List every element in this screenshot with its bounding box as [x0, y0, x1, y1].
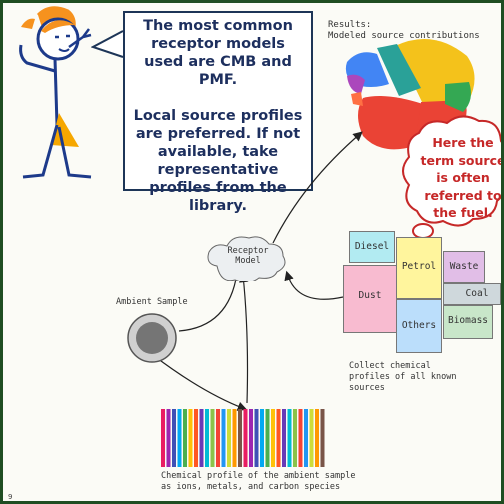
- barcode-stripe: [205, 409, 209, 467]
- speech-text-models: The most common receptor models used are…: [143, 18, 293, 88]
- barcode-stripe: [254, 409, 259, 467]
- source-dust: Dust: [343, 265, 397, 333]
- ambient-sample-filter: [127, 313, 177, 363]
- barcode-stripe: [282, 409, 286, 467]
- barcode-stripe: [265, 409, 270, 467]
- barcode-stripe: [238, 409, 242, 467]
- pie-slice-purple: [347, 74, 365, 94]
- arrow-sample-to-model: [178, 270, 241, 332]
- source-biomass-label: Biomass: [447, 315, 489, 326]
- pie-slice-teal: [377, 44, 421, 96]
- barcode-stripe: [271, 409, 275, 467]
- barcode-stripe: [161, 409, 165, 467]
- flow-arrows: [152, 131, 363, 411]
- arrow-sources-to-model: [284, 270, 344, 300]
- barcode-stripe: [260, 409, 264, 467]
- barcode-stripe: [243, 409, 248, 467]
- barcode-stripe: [293, 409, 297, 467]
- barcode-stripe: [227, 409, 231, 467]
- arrow-profile-to-model: [238, 272, 249, 404]
- arrow-sample-to-profile: [152, 354, 248, 411]
- source-petrol-label: Petrol: [401, 261, 437, 272]
- barcode-stripe: [249, 409, 253, 467]
- speech-pointer: [91, 30, 124, 58]
- barcode-stripe: [315, 409, 319, 467]
- barcode-stripe: [216, 409, 220, 467]
- barcode-stripe: [188, 409, 193, 467]
- barcode-stripe: [221, 409, 226, 467]
- speech-text-profiles: Local source profiles are preferred. If …: [133, 108, 303, 214]
- callout-cloud-shape: [402, 115, 501, 248]
- chemical-profile-barcode: [161, 409, 325, 467]
- results-heading: Results: Modeled source contributions: [328, 20, 480, 42]
- source-coal-label: Coal: [465, 288, 489, 299]
- barcode-stripe: [172, 409, 176, 467]
- barcode-stripe: [177, 409, 182, 467]
- barcode-stripe: [320, 409, 325, 467]
- source-others-label: Others: [401, 320, 437, 331]
- source-others: Others: [396, 299, 442, 353]
- source-coal: Coal: [443, 283, 501, 305]
- pie-slice-red: [358, 96, 423, 150]
- barcode-stripe: [199, 409, 204, 467]
- callout-text: Here the term source is often referred t…: [420, 135, 504, 220]
- barcode-stripe: [298, 409, 303, 467]
- barcode-stripe: [210, 409, 215, 467]
- barcode-stripe: [232, 409, 237, 467]
- results-subtitle: Modeled source contributions: [328, 31, 480, 41]
- results-title: Results:: [328, 20, 372, 30]
- source-petrol: Petrol: [396, 237, 442, 299]
- pie-slice-green: [445, 82, 471, 112]
- barcode-stripe: [183, 409, 187, 467]
- barcode-stripe: [304, 409, 308, 467]
- barcode-stripe: [276, 409, 281, 467]
- page-number: 9: [8, 493, 13, 501]
- speech-bubble: The most common receptor models used are…: [123, 11, 313, 214]
- source-biomass: Biomass: [443, 305, 493, 339]
- arrow-model-to-results: [272, 131, 363, 244]
- source-waste-label: Waste: [449, 261, 479, 272]
- pie-slice-orange: [351, 92, 363, 106]
- source-waste: Waste: [443, 251, 485, 283]
- ambient-sample-label: Ambient Sample: [116, 297, 188, 307]
- chemical-profile-label: Chemical profile of the ambient sample a…: [161, 471, 356, 492]
- source-diesel-label: Diesel: [354, 241, 390, 252]
- barcode-stripe: [309, 409, 314, 467]
- collect-profiles-label: Collect chemical profiles of all known s…: [349, 361, 457, 393]
- barcode-stripe: [194, 409, 198, 467]
- receptor-model-label: Receptor Model: [227, 246, 269, 266]
- source-dust-label: Dust: [358, 290, 382, 301]
- barcode-stripe: [166, 409, 171, 467]
- barcode-stripe: [287, 409, 292, 467]
- receptor-model-cloud: [207, 236, 286, 281]
- source-diesel: Diesel: [349, 231, 395, 263]
- stick-figure: [19, 6, 92, 179]
